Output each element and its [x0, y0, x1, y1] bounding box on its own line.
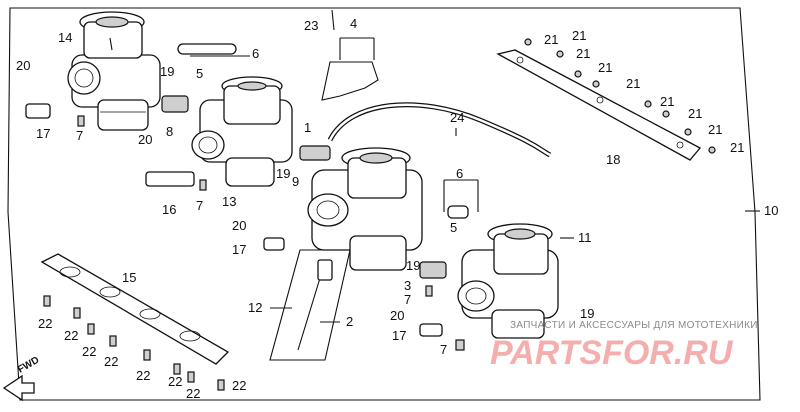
callout-17-c: 17: [392, 328, 406, 343]
callout-18: 18: [606, 152, 620, 167]
callout-12: 12: [248, 300, 262, 315]
callout-9: 9: [292, 174, 299, 189]
fwd-indicator: FWD: [2, 355, 41, 402]
callout-20-a: 20: [16, 58, 30, 73]
callout-6-b: 6: [456, 166, 463, 181]
carburetor-11: [457, 223, 559, 339]
callout-7-c: 7: [404, 292, 411, 307]
callout-22-d: 22: [104, 354, 118, 369]
screw-2: [297, 259, 333, 351]
carburetor-center: [307, 147, 423, 271]
callout-20-d: 20: [390, 308, 404, 323]
callout-19-d: 19: [580, 306, 594, 321]
callout-5-b: 5: [450, 220, 457, 235]
screw-7-c: [425, 285, 433, 297]
carburetor-13: [191, 76, 293, 187]
spring-8: [161, 95, 189, 113]
callout-23: 23: [304, 18, 318, 33]
callout-22-f: 22: [168, 374, 182, 389]
callout-21-d: 21: [626, 76, 640, 91]
callout-19-c: 19: [406, 258, 420, 273]
bolts-22: [43, 295, 225, 391]
callout-21-h: 21: [730, 140, 744, 155]
callout-1: 1: [304, 120, 311, 135]
callout-20-c: 20: [232, 218, 246, 233]
callout-19-a: 19: [160, 64, 174, 79]
stay-18: [496, 49, 702, 161]
callout-21-a: 21: [544, 32, 558, 47]
callout-14: 14: [58, 30, 72, 45]
plate-16: [145, 171, 195, 187]
callout-5-a: 5: [196, 66, 203, 81]
callout-labels: 14 20 17 7 6 5 19 8 20 13 16 7 23 4 24 1…: [16, 16, 778, 401]
callout-4: 4: [350, 16, 357, 31]
callout-8: 8: [166, 124, 173, 139]
callout-19-b: 19: [276, 166, 290, 181]
watermark-tagline: ЗАПЧАСТИ И АКСЕССУАРЫ ДЛЯ МОТОТЕХНИКИ: [510, 320, 758, 331]
callout-21-e: 21: [660, 94, 674, 109]
callout-22-a: 22: [38, 316, 52, 331]
callout-21-f: 21: [688, 106, 702, 121]
callout-13: 13: [222, 194, 236, 209]
callout-21-g: 21: [708, 122, 722, 137]
callout-21-i: 21: [572, 28, 586, 43]
pipe-6-right: [443, 179, 479, 219]
plate-17-low: [419, 323, 443, 337]
callout-20-b: 20: [138, 132, 152, 147]
callout-17-b: 17: [232, 242, 246, 257]
watermark-brand: PARTSFOR.RU: [490, 334, 734, 372]
diagram-frame: [7, 7, 761, 401]
callout-2: 2: [346, 314, 353, 329]
plate-17-left: [25, 103, 51, 119]
spring-3: [419, 261, 447, 279]
pipe-6-upper: [177, 43, 250, 57]
callout-17-a: 17: [36, 126, 50, 141]
bracket-plate-12: [269, 249, 351, 361]
callout-22-e: 22: [136, 368, 150, 383]
fwd-label: FWD: [16, 355, 41, 376]
callout-6-a: 6: [252, 46, 259, 61]
bracket-4: [321, 37, 379, 101]
joint-1: [299, 145, 331, 161]
screw-7-a: [77, 115, 85, 127]
callout-15: 15: [122, 270, 136, 285]
callout-22-b: 22: [64, 328, 78, 343]
carburetor-14: [67, 11, 161, 131]
callout-11: 11: [578, 230, 592, 245]
callout-7-a: 7: [76, 128, 83, 143]
callout-21-b: 21: [576, 46, 590, 61]
callout-3: 3: [404, 278, 411, 293]
bolts-21: [524, 38, 716, 154]
callout-16: 16: [162, 202, 176, 217]
screw-7-b: [199, 179, 207, 191]
leader-lines: [109, 9, 760, 323]
callout-10: 10: [764, 203, 778, 218]
callout-22-c: 22: [82, 344, 96, 359]
screw-7-d: [455, 339, 465, 351]
callout-22-g: 22: [186, 386, 200, 401]
callout-24: 24: [450, 110, 464, 125]
callout-7-b: 7: [196, 198, 203, 213]
callout-22-h: 22: [232, 378, 246, 393]
callout-21-c: 21: [598, 60, 612, 75]
watermark: ЗАПЧАСТИ И АКСЕССУАРЫ ДЛЯ МОТОТЕХНИКИ PA…: [490, 320, 758, 372]
plate-17-mid: [263, 237, 285, 251]
stay-15: [40, 253, 230, 365]
callout-7-d: 7: [440, 342, 447, 357]
